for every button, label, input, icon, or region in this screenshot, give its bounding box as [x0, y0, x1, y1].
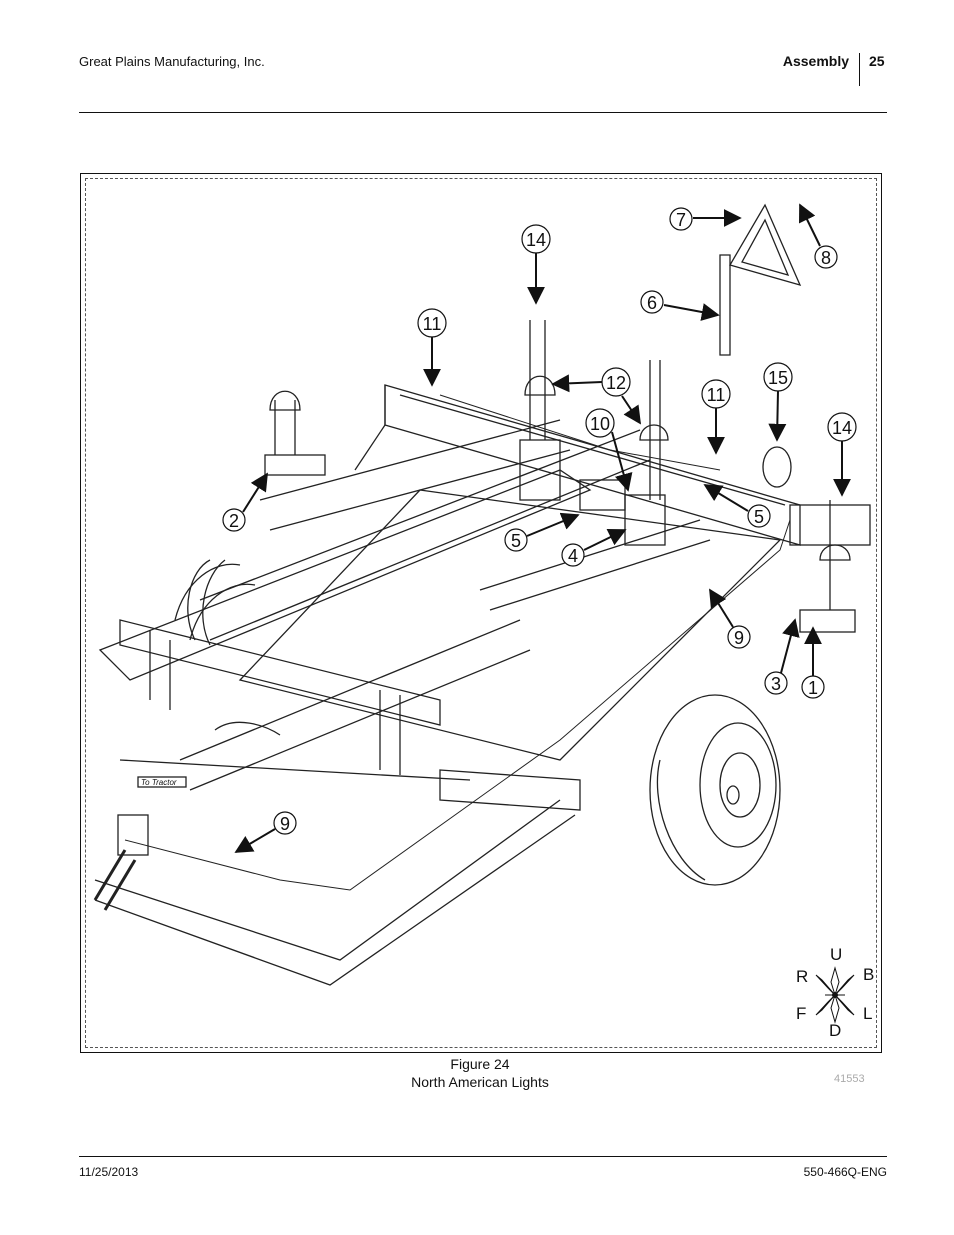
svg-text:12: 12 [606, 373, 626, 393]
compass-left: L [863, 1004, 872, 1023]
compass-up: U [830, 945, 842, 964]
svg-text:6: 6 [647, 293, 657, 313]
svg-text:2: 2 [229, 511, 239, 531]
callout-11-left: 11 [417, 308, 447, 387]
compass-back: B [863, 965, 874, 984]
compass-front: F [796, 1004, 806, 1023]
callout-9-bottom: 9 [234, 811, 297, 853]
callout-15: 15 [763, 362, 793, 442]
svg-text:14: 14 [832, 418, 852, 438]
callout-5-left: 5 [504, 512, 580, 552]
svg-text:1: 1 [808, 678, 818, 698]
svg-text:9: 9 [280, 814, 290, 834]
callout-1: 1 [801, 626, 825, 699]
callout-5-right: 5 [703, 484, 771, 528]
svg-text:5: 5 [511, 531, 521, 551]
svg-text:7: 7 [676, 210, 686, 230]
to-tractor-label: To Tractor [141, 778, 177, 787]
header-rule [79, 112, 887, 113]
page-number: 25 [869, 53, 885, 69]
figure-id: 41553 [834, 1073, 865, 1085]
callout-12: 12 [551, 367, 641, 425]
footer-doc-number: 550-466Q-ENG [803, 1165, 887, 1179]
callout-11-right: 11 [701, 379, 731, 455]
svg-text:4: 4 [568, 546, 578, 566]
svg-text:5: 5 [754, 507, 764, 527]
callout-7: 7 [669, 207, 742, 231]
footer-rule [79, 1156, 887, 1157]
callout-3: 3 [764, 618, 800, 695]
svg-text:9: 9 [734, 628, 744, 648]
callout-2: 2 [222, 472, 268, 532]
footer-date: 11/25/2013 [79, 1165, 139, 1179]
svg-text:8: 8 [821, 248, 831, 268]
svg-text:3: 3 [771, 674, 781, 694]
svg-text:10: 10 [590, 414, 610, 434]
svg-text:15: 15 [768, 368, 788, 388]
callout-6: 6 [640, 290, 720, 321]
svg-text:11: 11 [707, 385, 726, 405]
section-title: Assembly [782, 53, 849, 69]
frame-drawing [93, 203, 871, 986]
svg-text:11: 11 [423, 314, 442, 334]
compass-down: D [829, 1021, 841, 1040]
figure-title: North American Lights [411, 1074, 549, 1090]
callout-14-right: 14 [827, 412, 857, 497]
callout-14-top: 14 [521, 224, 551, 305]
figure-number: Figure 24 [450, 1056, 510, 1072]
direction-compass: U R B F L D [796, 945, 874, 1040]
callout-8: 8 [799, 203, 838, 269]
svg-text:14: 14 [526, 230, 546, 250]
header-separator [859, 53, 860, 86]
callout-10: 10 [585, 408, 633, 492]
figure-frame-inner [85, 178, 877, 1048]
compass-right: R [796, 967, 808, 986]
company-name: Great Plains Manufacturing, Inc. [79, 54, 265, 69]
callout-9-right: 9 [709, 588, 751, 649]
callout-4: 4 [561, 529, 627, 567]
figure-frame [80, 173, 882, 1053]
